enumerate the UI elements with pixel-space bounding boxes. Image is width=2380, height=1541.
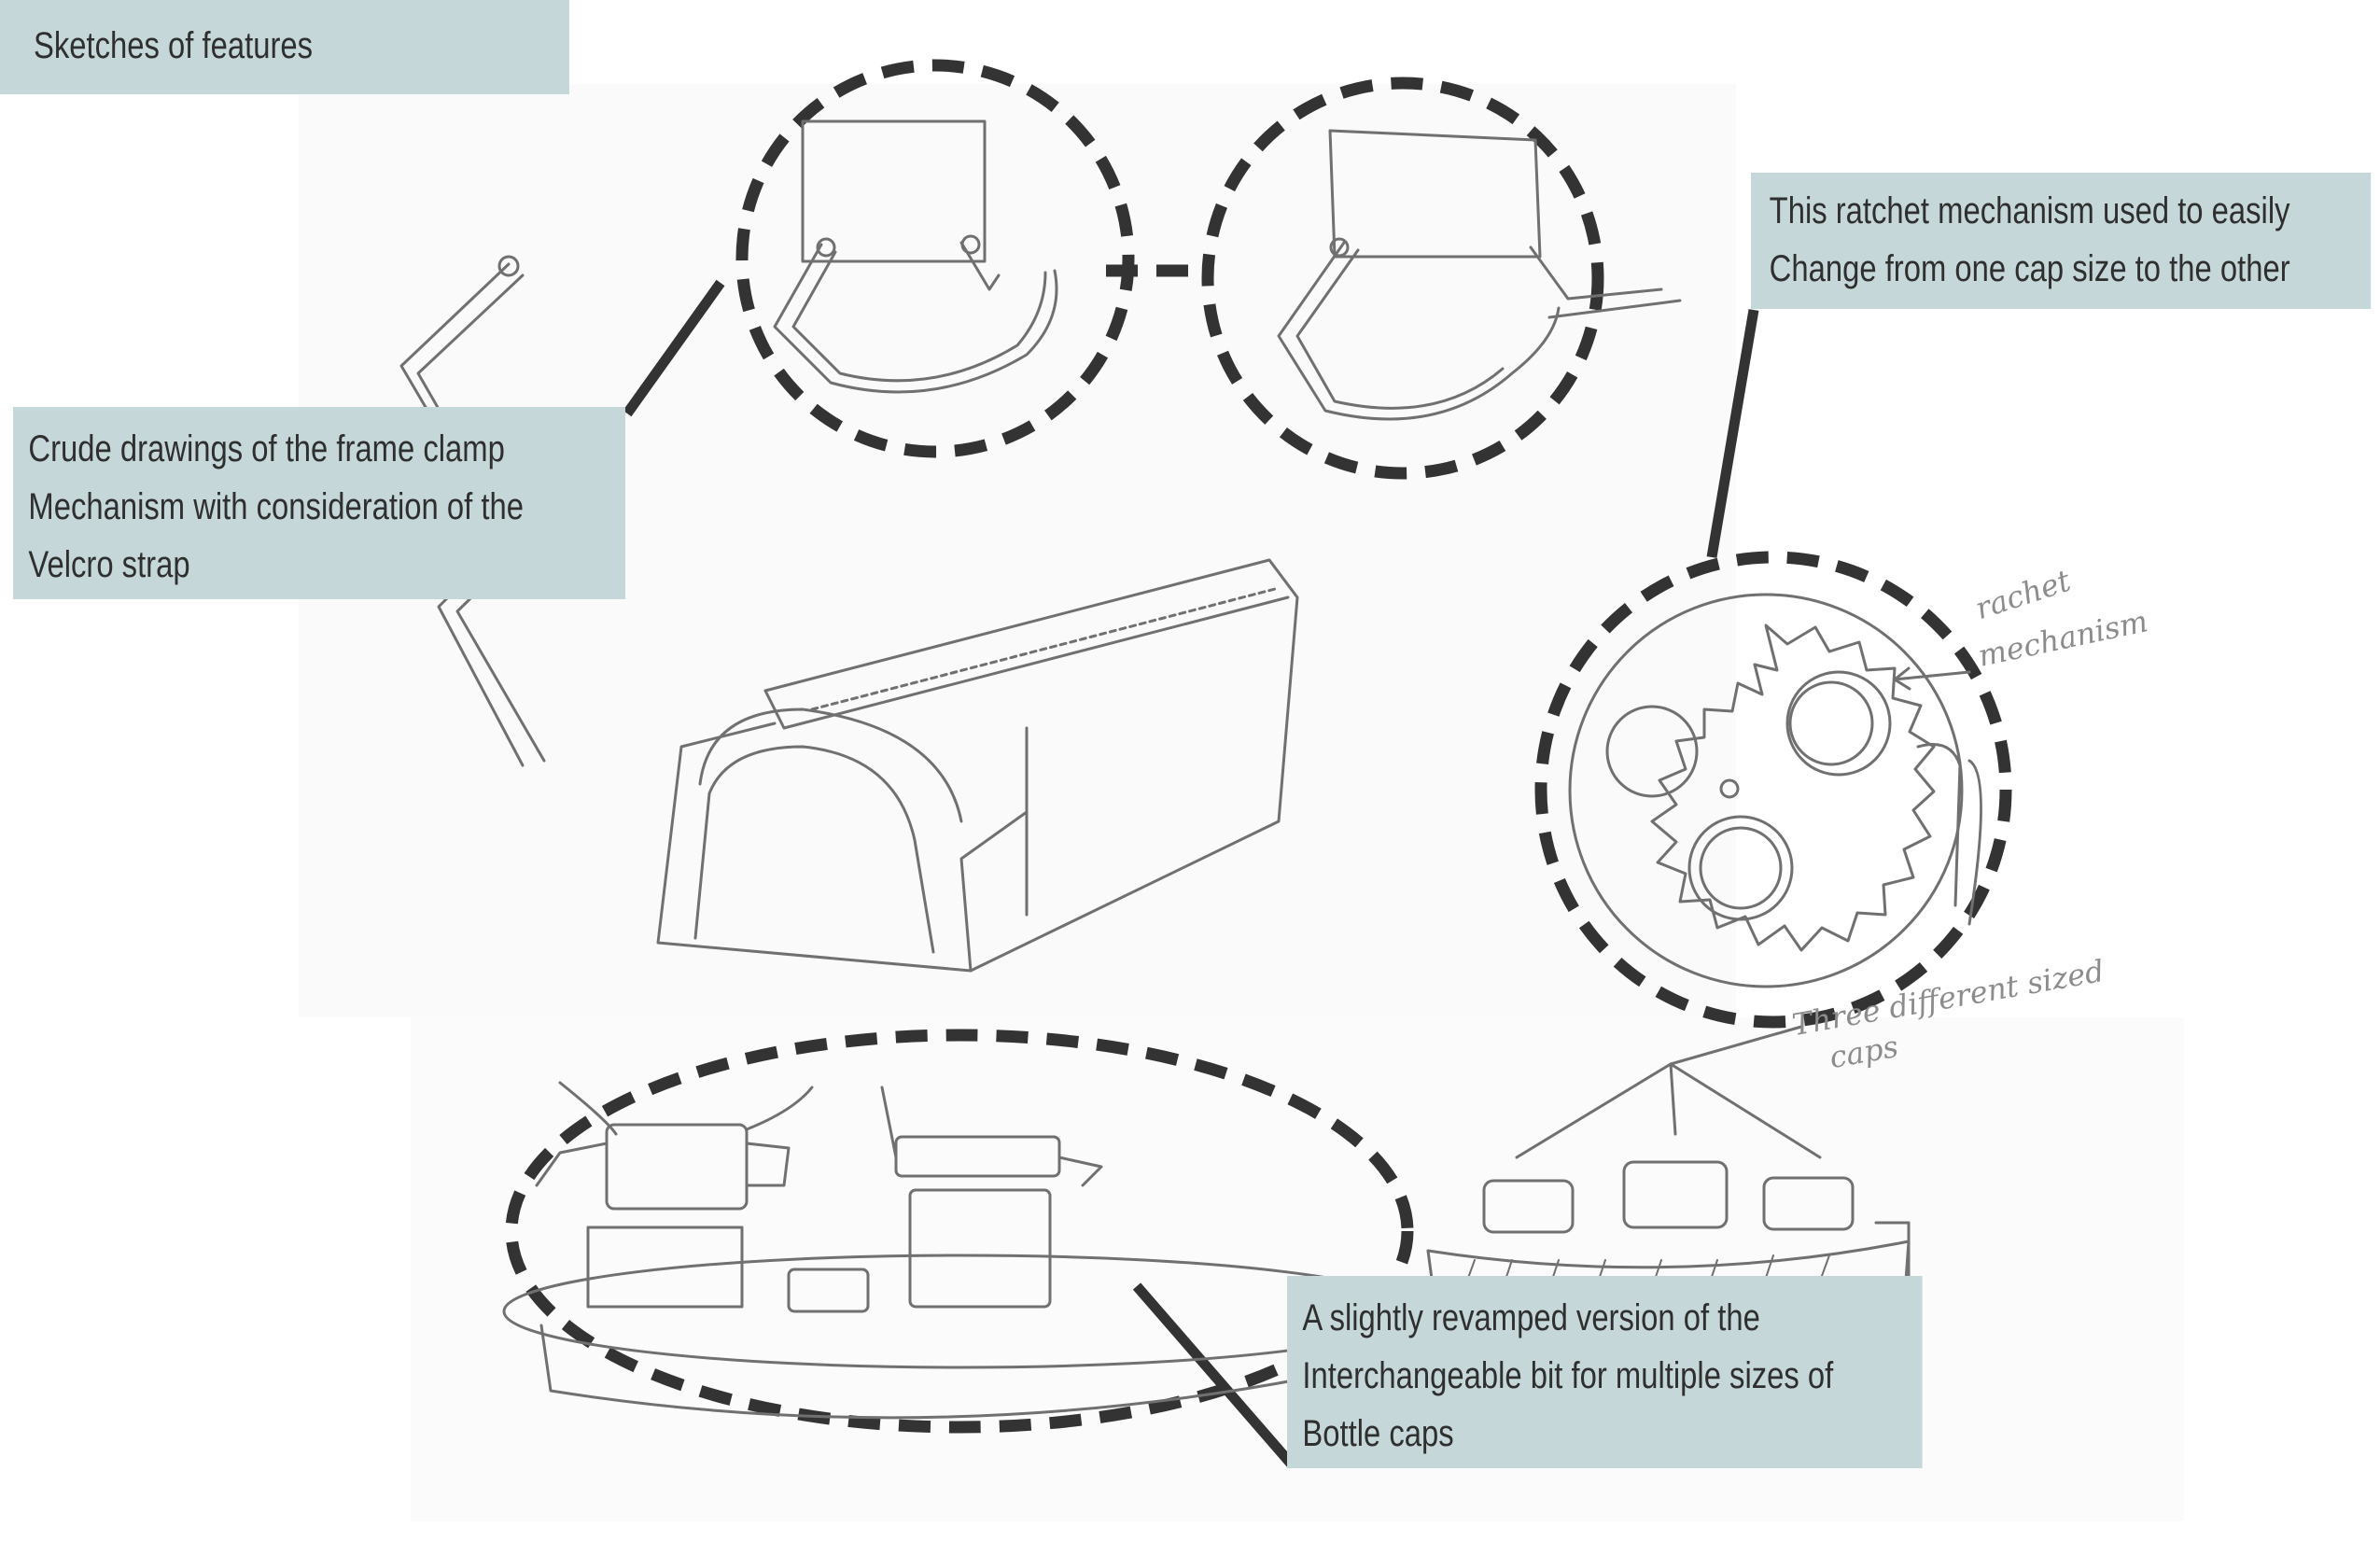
dashed-circle-ratchet	[1534, 551, 2012, 1029]
annotation-revamp-line-2: Interchangeable bit for multiple sizes o…	[1302, 1355, 1834, 1396]
clamp-sketch-1	[773, 119, 1058, 394]
caps-sketch-left	[502, 1081, 1421, 1420]
annotation-clamp-line-2: Mechanism with consideration of the	[28, 486, 524, 527]
clamp-sketch-2	[1277, 129, 1682, 421]
dashed-circle-clamp-1	[735, 59, 1135, 458]
page-title: Sketches of features	[0, 0, 569, 94]
annotation-revamp-line-3: Bottle caps	[1302, 1413, 1454, 1454]
annotation-clamp-line-3: Velcro strap	[28, 544, 190, 585]
ratchet-sketch	[1568, 593, 1982, 988]
connector-revamp	[1132, 1282, 1295, 1467]
annotation-ratchet-line-1: This ratchet mechanism used to easily	[1769, 190, 2290, 231]
dashed-ellipse-caps	[505, 1029, 1414, 1434]
connector-ratchet	[1706, 309, 1759, 558]
annotation-ratchet: This ratchet mechanism used to easily Ch…	[1751, 173, 2372, 309]
annotation-ratchet-line-2: Change from one cap size to the other	[1769, 248, 2290, 289]
annotation-clamp: Crude drawings of the frame clamp Mechan…	[13, 407, 625, 599]
annotation-clamp-line-1: Crude drawings of the frame clamp	[28, 428, 505, 469]
annotation-revamp: A slightly revamped version of the Inter…	[1287, 1276, 1923, 1468]
housing-sketch	[656, 558, 1299, 973]
connector-clamp	[623, 279, 725, 417]
page-title-text: Sketches of features	[34, 25, 314, 66]
annotation-revamp-line-1: A slightly revamped version of the	[1302, 1297, 1760, 1338]
dashed-circle-clamp-2	[1201, 77, 1604, 480]
